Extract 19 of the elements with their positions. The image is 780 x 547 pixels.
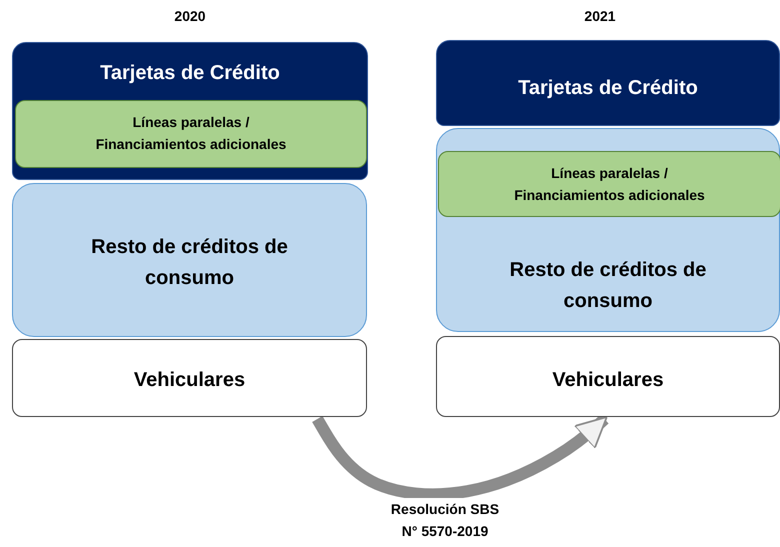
vehicle-credit-block: [436, 336, 780, 417]
year-heading: 2021: [583, 8, 617, 24]
block-title: Resto de créditos de consumo: [90, 235, 289, 291]
block-label: Líneas paralelas / Financiamientos adicionales: [513, 164, 706, 206]
sub-block: [438, 151, 780, 217]
block-title: Tarjetas de Crédito: [517, 76, 699, 101]
credit-card-block: [12, 42, 368, 180]
consumer-credit-block: [436, 128, 780, 332]
block-title: Resto de créditos de consumo: [508, 258, 708, 314]
block-title: Vehiculares: [551, 368, 665, 393]
block-title: Vehiculares: [132, 368, 246, 393]
consumer-credit-block: [12, 183, 367, 337]
block-label: Líneas paralelas / Financiamientos adicionales: [94, 113, 288, 154]
year-heading: 2020: [173, 8, 207, 24]
credit-card-block: [436, 40, 780, 126]
block-title: Tarjetas de Crédito: [99, 61, 281, 86]
sub-block: [15, 100, 367, 168]
curved-arrow: [312, 414, 609, 500]
vehicle-credit-block: [12, 339, 367, 417]
